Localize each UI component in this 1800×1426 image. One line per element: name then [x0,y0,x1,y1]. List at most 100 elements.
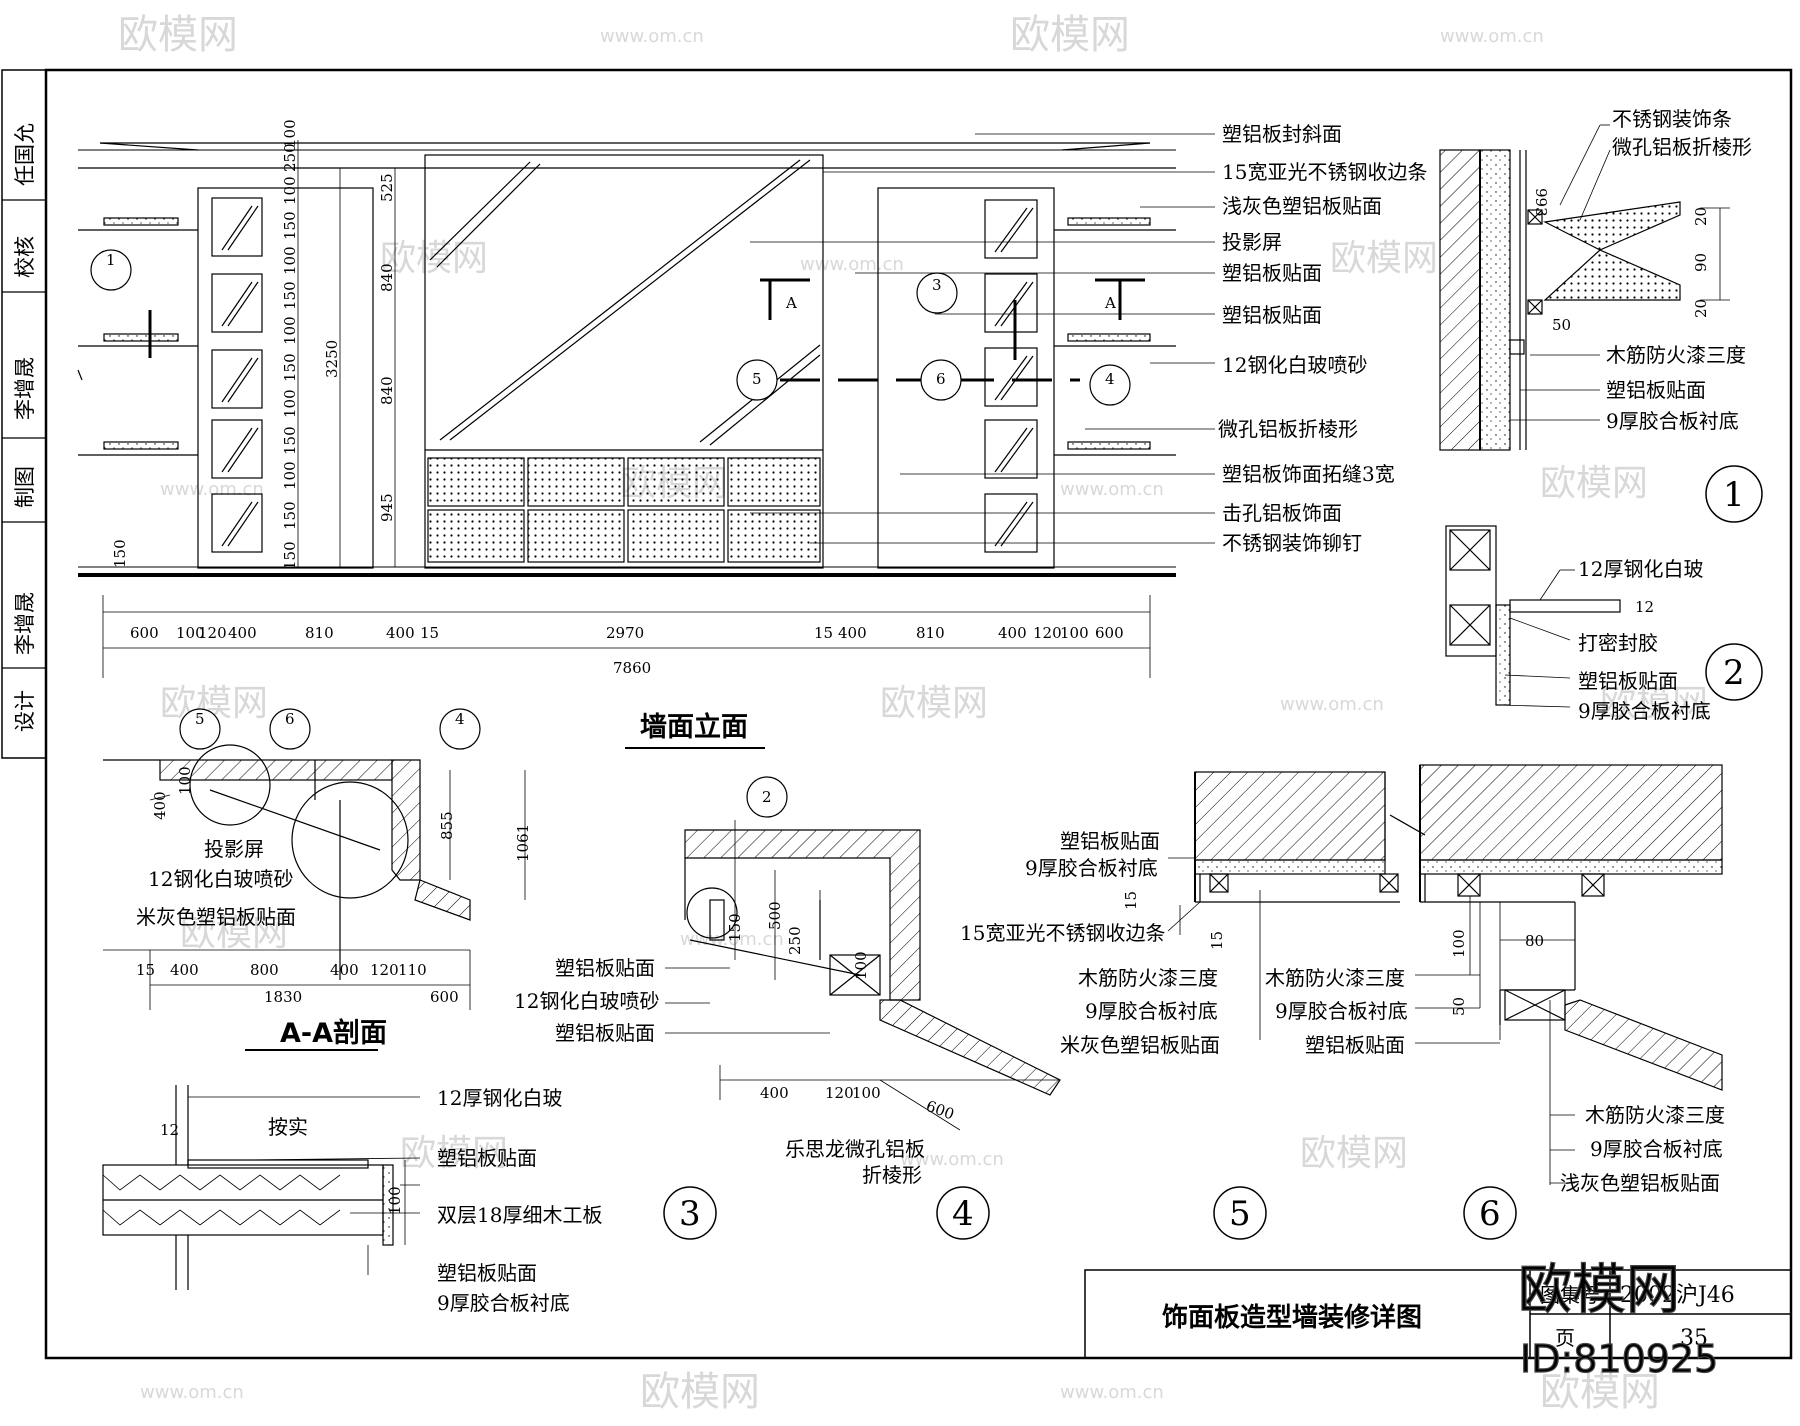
title-block-title: 饰面板造型墙装修详图 [1162,1302,1422,1333]
elevation-callout-4: 4 [1105,370,1115,388]
dim-vertical-a: 100 [281,389,299,418]
section-aa-dim: 15 [136,961,155,979]
watermark-brand: 欧模网 [1600,683,1708,724]
elevation-callouts [90,249,1131,406]
dim-vertical-a: 150 [281,211,299,240]
watermark-site: www.om.cn [600,26,704,47]
dim-bottom: 400 [228,624,257,642]
section-aa-dim: 400 [330,961,359,979]
glass-joint-label: 双层18厚细木工板 [437,1203,602,1227]
elevation-label: 投影屏 [1222,230,1282,254]
dim-vertical-b: 945 [378,493,396,522]
detail-6-labels: 木筋防火漆三度 9厚胶合板衬底 塑铝板贴面 木筋防火漆三度 9厚胶合板衬底 浅灰… [1265,966,1725,1195]
dim-vertical-a: 150 [281,541,299,570]
elevation-callout-3: 3 [932,276,942,294]
elevation-label: 塑铝板贴面 [1222,261,1322,285]
watermark-layer: 欧模网 欧模网 www.om.cn www.om.cn 欧模网 欧模网 www.… [118,12,1708,1415]
section-mark-left: A [785,294,797,312]
detail-glass-joint [102,1085,421,1290]
elevation-labels: 塑铝板封斜面 15宽亚光不锈钢收边条 浅灰色塑铝板贴面 投影屏 塑铝板贴面 塑铝… [1218,122,1427,555]
detail-1 [1439,124,1763,523]
section-aa-vdim: 100 [176,766,194,795]
detail-4-labels: 乐思龙微孔铝板 折棱形 [785,1137,925,1187]
sig-design: 设计 [13,690,37,732]
watermark-brand: 欧模网 [880,683,988,724]
detail-6-dim: 50 [1450,997,1468,1016]
signature-column [1,69,47,759]
detail-6-dim: 100 [1450,929,1468,958]
detail-6 [1415,764,1723,1185]
watermark-brand: 欧模网 [1540,1369,1660,1415]
watermark-brand: 欧模网 [400,1133,508,1174]
detail-1-label: 9厚胶合板衬底 [1606,409,1739,433]
title-block-page-label: 页 [1555,1326,1575,1350]
detail-1-label: 微孔铝板折棱形 [1612,135,1752,159]
section-aa-dim: 110 [398,961,427,979]
watermark-site: www.om.cn [680,929,784,950]
dim-bottom: 600 [130,624,159,642]
detail-6-label: 木筋防火漆三度 [1265,966,1405,990]
glass-joint-label: 12厚钢化白玻 [437,1086,562,1110]
detail-5-dims: 15 15 [1122,891,1226,950]
detail-5 [1167,771,1426,1040]
detail-3-callout: 2 [762,788,772,806]
detail-4-dims: 400 120 100 600 [760,1084,957,1124]
detail-5-labels: 塑铝板贴面 9厚胶合板衬底 15宽亚光不锈钢收边条 木筋防火漆三度 9厚胶合板衬… [960,829,1220,1057]
detail-1-dim: 20 [1692,207,1710,226]
title-block-page-no: 35 [1680,1326,1708,1351]
detail-1-dims: 993 20 90 20 50 [1532,188,1710,334]
detail-6-label: 9厚胶合板衬底 [1275,999,1408,1023]
detail-3-labels: 塑铝板贴面 12钢化白玻喷砂 塑铝板贴面 [514,956,659,1045]
detail-1-label: 不锈钢装饰条 [1612,107,1732,131]
detail-4-label: 乐思龙微孔铝板 [785,1137,925,1161]
dim-vertical-b: 840 [378,263,396,292]
dim-vertical-a: 100 [281,176,299,205]
dim-vertical-a: 150 [281,501,299,530]
section-aa-dim: 120 [370,961,399,979]
dim-bottom: 120 [198,624,227,642]
section-aa-callouts: 5 6 4 [195,710,465,728]
detail-5-dim: 15 [1122,891,1140,910]
section-aa-labels: 投影屏 12钢化白玻喷砂 米灰色塑铝板贴面 [136,837,296,929]
watermark-site: www.om.cn [1440,26,1544,47]
title-block-atlas-label: 图集号 [1540,1283,1600,1307]
detail-4-dim: 120 [825,1084,854,1102]
detail-5-label: 9厚胶合板衬底 [1025,856,1158,880]
watermark-brand: 欧模网 [180,913,288,954]
dim-height-total: 3250 [323,340,341,378]
detail-6-dim: 80 [1525,932,1544,950]
detail-5-label: 15宽亚光不锈钢收边条 [960,921,1165,945]
detail-1-dim: 90 [1692,253,1710,272]
dim-vertical-b: 525 [378,173,396,202]
detail-6-number-ring [1463,1186,1517,1240]
section-aa-dims: 15 400 800 400 120 110 1830 600 100 400 … [136,766,532,1006]
watermark-site: www.om.cn [1060,479,1164,500]
elevation-label: 塑铝板贴面 [1222,303,1322,327]
elevation-label: 不锈钢装饰铆钉 [1222,531,1362,555]
section-aa-callout: 5 [195,710,205,728]
section-aa-dim: 800 [250,961,279,979]
dim-vertical-a: 100 [281,316,299,345]
detail-5-label: 9厚胶合板衬底 [1085,999,1218,1023]
elevation-callout-1: 1 [106,251,116,269]
detail-3-label: 塑铝板贴面 [555,1021,655,1045]
dim-bottom: 810 [305,624,334,642]
dim-vertical-a: 100 [281,461,299,490]
detail-3-dim: 100 [852,951,870,980]
detail-5-dim: 15 [1208,931,1226,950]
detail-number-6: 6 [1479,1194,1501,1234]
elevation-label: 塑铝板饰面拓缝3宽 [1222,462,1395,486]
elevation-label: 12钢化白玻喷砂 [1222,353,1367,377]
detail-4-dim: 400 [760,1084,789,1102]
detail-6-label: 9厚胶合板衬底 [1590,1137,1723,1161]
sig-drafting-name: 李增晟 [13,357,37,420]
detail-4-label: 折棱形 [862,1163,922,1187]
detail-5-label: 塑铝板贴面 [1060,829,1160,853]
dim-total: 7860 [613,659,651,677]
section-aa-vdim: 400 [151,791,169,820]
watermark-site: www.om.cn [900,1149,1004,1170]
detail-number-3: 3 [679,1194,701,1234]
detail-2-labels: 12厚钢化白玻 打密封胶 塑铝板贴面 9厚胶合板衬底 [1578,557,1711,723]
detail-3-dims: 150 500 250 100 [726,901,870,980]
